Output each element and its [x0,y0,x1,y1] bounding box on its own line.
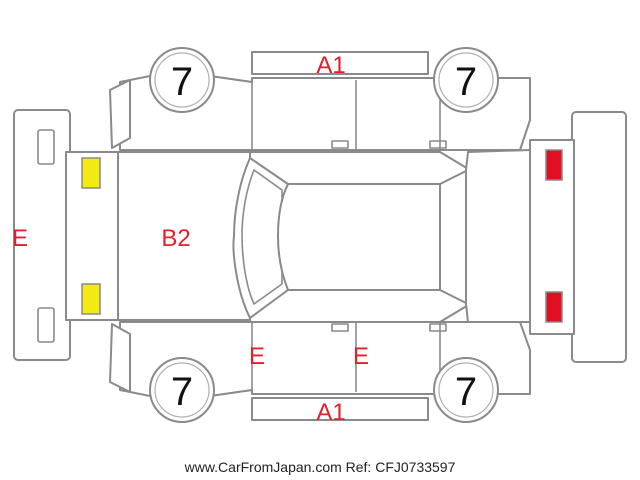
roof-strip-bottom [251,397,429,421]
code-door-left: E [249,343,265,370]
door-handle-bottom-1 [331,323,349,332]
wheel-label-rear-top: 7 [171,60,193,104]
windshield [439,169,469,305]
wheel-label-front-bottom: 7 [455,370,477,414]
door-handle-bottom-2 [429,323,447,332]
roof-strip-top [251,51,429,75]
wheel-label-front-top: 7 [455,60,477,104]
code-rear-panel: E [12,225,28,252]
side-panel-bottom-rear-arch [109,323,131,393]
code-door-right: E [353,343,369,370]
wheel-rear-bottom: 7 [149,357,215,423]
wheel-front-top: 7 [433,47,499,113]
front-light-bottom [545,291,563,323]
door-handle-top-2 [429,140,447,149]
rear-bumper-vent-bottom [37,307,55,343]
roof-panel [277,183,441,291]
door-handle-top-1 [331,140,349,149]
wheel-front-bottom: 7 [433,357,499,423]
front-light-top [545,149,563,181]
side-panel-top-rear-arch [109,79,131,149]
rear-light-top [81,157,101,189]
rear-bumper-vent-top [37,129,55,165]
rear-hatch [117,151,251,321]
code-body-center: B2 [161,225,190,252]
rear-window [232,157,289,319]
wheel-label-rear-bottom: 7 [171,370,193,414]
code-roof-bottom: A1 [316,399,345,426]
rear-light-bottom [81,283,101,315]
wheel-rear-top: 7 [149,47,215,113]
rear-window-inner [241,169,283,305]
front-bumper [571,111,627,363]
footer-reference: www.CarFromJapan.com Ref: CFJ0733597 [184,459,456,475]
code-roof-top: A1 [316,52,345,79]
hood [465,149,531,323]
